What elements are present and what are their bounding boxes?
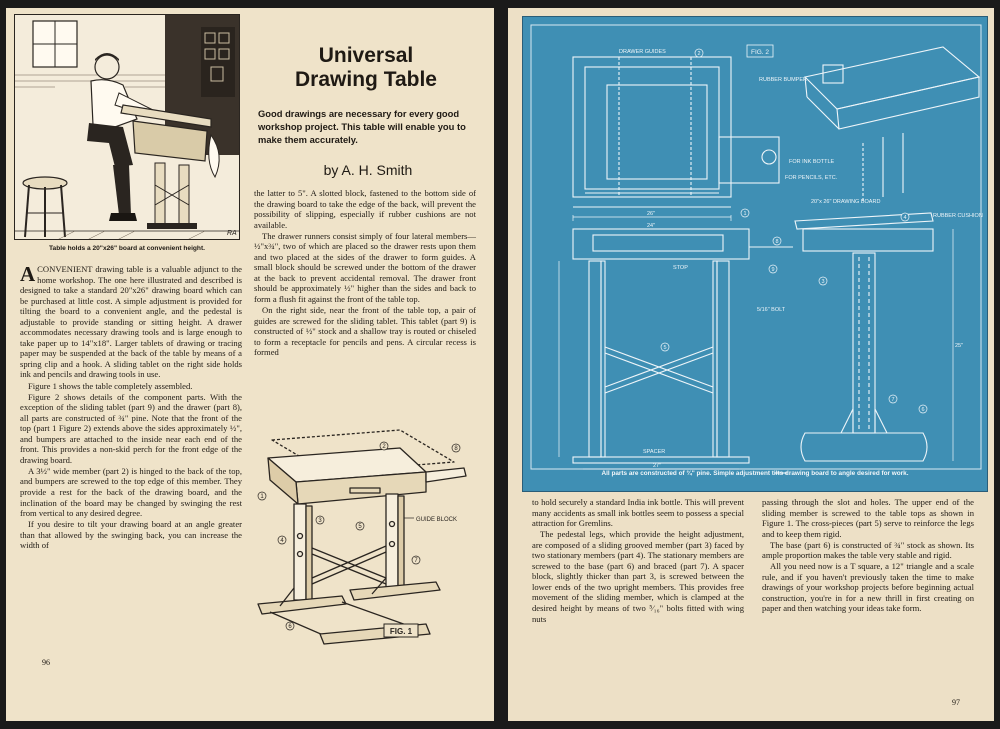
label-drawer-guides: DRAWER GUIDES [619, 49, 666, 55]
label-stop: STOP [673, 265, 688, 271]
article-intro: Good drawings are necessary for every go… [258, 108, 466, 145]
fig1-callout: 4 [280, 538, 284, 544]
paragraph: If you desire to tilt your drawing board… [20, 519, 242, 551]
hero-caption: Table holds a 20"x26" board at convenien… [49, 245, 205, 252]
page-number-left: 96 [42, 658, 50, 667]
fig2-callout: 5 [663, 345, 666, 351]
paragraph: passing through the slot and holes. The … [762, 497, 974, 539]
guide-block-label: GUIDE BLOCK [416, 517, 457, 523]
figure-1-label: FIG. 1 [390, 627, 413, 636]
left-column-2: the latter to 5". A slotted block, faste… [254, 188, 476, 358]
dim-24: 24" [647, 223, 655, 229]
label-for-pencils: FOR PENCILS, ETC. [785, 175, 838, 181]
title-line-1: Universal [318, 44, 414, 67]
hero-illustration: RA [14, 14, 240, 240]
fig1-callout: 3 [318, 518, 322, 524]
label-rubber-bumper: RUBBER BUMPER [759, 77, 807, 83]
paragraph: to hold securely a standard India ink bo… [532, 497, 744, 529]
label-rubber-cushion: RUBBER CUSHION [933, 213, 983, 219]
figure-2-drawing: DRAWER GUIDES RUBBER BUMPER FOR INK BOTT… [523, 17, 987, 491]
paragraph: All you need now is a T square, a 12" tr… [762, 561, 974, 614]
paragraph: Figure 2 shows details of the component … [20, 391, 242, 465]
dim-26: 26" [647, 211, 655, 217]
dim-27: 27" [653, 463, 661, 469]
paragraph: the latter to 5". A slotted block, faste… [254, 188, 476, 230]
paragraph: On the right side, near the front of the… [254, 305, 476, 358]
right-column-1: to hold securely a standard India ink bo… [532, 497, 744, 625]
paragraph: Figure 1 shows the table completely asse… [28, 380, 193, 391]
paragraph: The base (part 6) is constructed of ¾" s… [762, 539, 974, 561]
fig2-callout: 9 [771, 267, 774, 273]
left-page: RA Table holds a 20"x26" board at conven… [6, 8, 494, 721]
right-page: DRAWER GUIDES RUBBER BUMPER FOR INK BOTT… [508, 8, 994, 721]
figure-2-blueprint: DRAWER GUIDES RUBBER BUMPER FOR INK BOTT… [522, 16, 988, 492]
paragraph: The pedestal legs, which provide the hei… [532, 529, 744, 624]
fig2-callout: 7 [891, 397, 894, 403]
right-column-2: passing through the slot and holes. The … [762, 497, 974, 615]
article-title: Universal Drawing Table [248, 44, 484, 92]
dropcap: A [20, 262, 36, 286]
paragraph: The drawer runners consist simply of fou… [254, 230, 476, 304]
article-byline: by A. H. Smith [323, 162, 413, 178]
hero-signature: RA [227, 230, 237, 237]
fig1-callout: 2 [382, 444, 386, 450]
fig1-callout: 5 [358, 524, 362, 530]
label-bolt: 5/16" BOLT [757, 307, 786, 313]
fig2-callout: 6 [921, 407, 924, 413]
fig2-callout: 1 [743, 211, 746, 217]
figure-2-caption: All parts are constructed of ¾" pine. Si… [601, 470, 909, 477]
page-number-right: 97 [952, 698, 960, 707]
fig2-callout: 4 [903, 215, 906, 221]
title-line-2: Drawing Table [295, 68, 437, 91]
label-drawing-board: 20"x 26" DRAWING BOARD [811, 199, 880, 205]
figure-1: 1 2 3 4 5 6 7 8 GUIDE BLOCK FIG. 1 [250, 428, 488, 660]
fig2-callout: 8 [775, 239, 778, 245]
fig1-callout: 6 [288, 624, 292, 630]
label-for-ink-bottle: FOR INK BOTTLE [789, 159, 835, 165]
fig2-callout: 2 [697, 51, 700, 57]
fig1-callout: 7 [414, 558, 418, 564]
fig1-callout: 8 [454, 446, 458, 452]
dim-25: 25" [955, 343, 963, 349]
fig1-callout: 1 [260, 494, 264, 500]
fig2-callout: 3 [821, 279, 824, 285]
label-spacer: SPACER [643, 449, 665, 455]
figure-1-drawing: 1 2 3 4 5 6 7 8 GUIDE BLOCK FIG. 1 [257, 429, 467, 645]
paragraph: A 3½" wide member (part 2) is hinged to … [20, 465, 242, 519]
draftsman-illustration: RA [15, 15, 239, 239]
figure-2-label: FIG. 2 [751, 49, 769, 56]
